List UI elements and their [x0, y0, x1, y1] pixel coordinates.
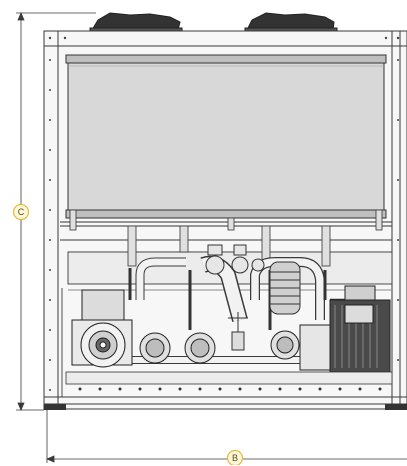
- right-pump-motor: [299, 285, 391, 373]
- condenser-coil: [60, 54, 392, 227]
- dimension-c-marker: [12, 203, 30, 221]
- base-skid: [65, 371, 393, 385]
- fan-guard-left: [91, 12, 181, 31]
- frame-rivets: [48, 36, 400, 391]
- accumulator-tank: [269, 261, 301, 315]
- dimension-b-marker: [226, 449, 244, 465]
- control-valves: [205, 244, 265, 275]
- coil-bottom-rail: [65, 209, 387, 219]
- pump-volute-left: [139, 332, 171, 364]
- fan-guards: [89, 12, 338, 33]
- dimension-b: [45, 410, 407, 463]
- coil-panel: [67, 62, 385, 211]
- unit-feet: [44, 404, 407, 410]
- pump-volute-center: [184, 332, 216, 364]
- pump-volute-right: [270, 330, 300, 360]
- hand-valve: [228, 312, 248, 351]
- fan-guard-right: [246, 12, 335, 31]
- left-pump-motor: [71, 289, 133, 368]
- support-brackets: [69, 209, 383, 267]
- coil-bezel: [65, 54, 387, 64]
- base-bolts: [78, 387, 382, 391]
